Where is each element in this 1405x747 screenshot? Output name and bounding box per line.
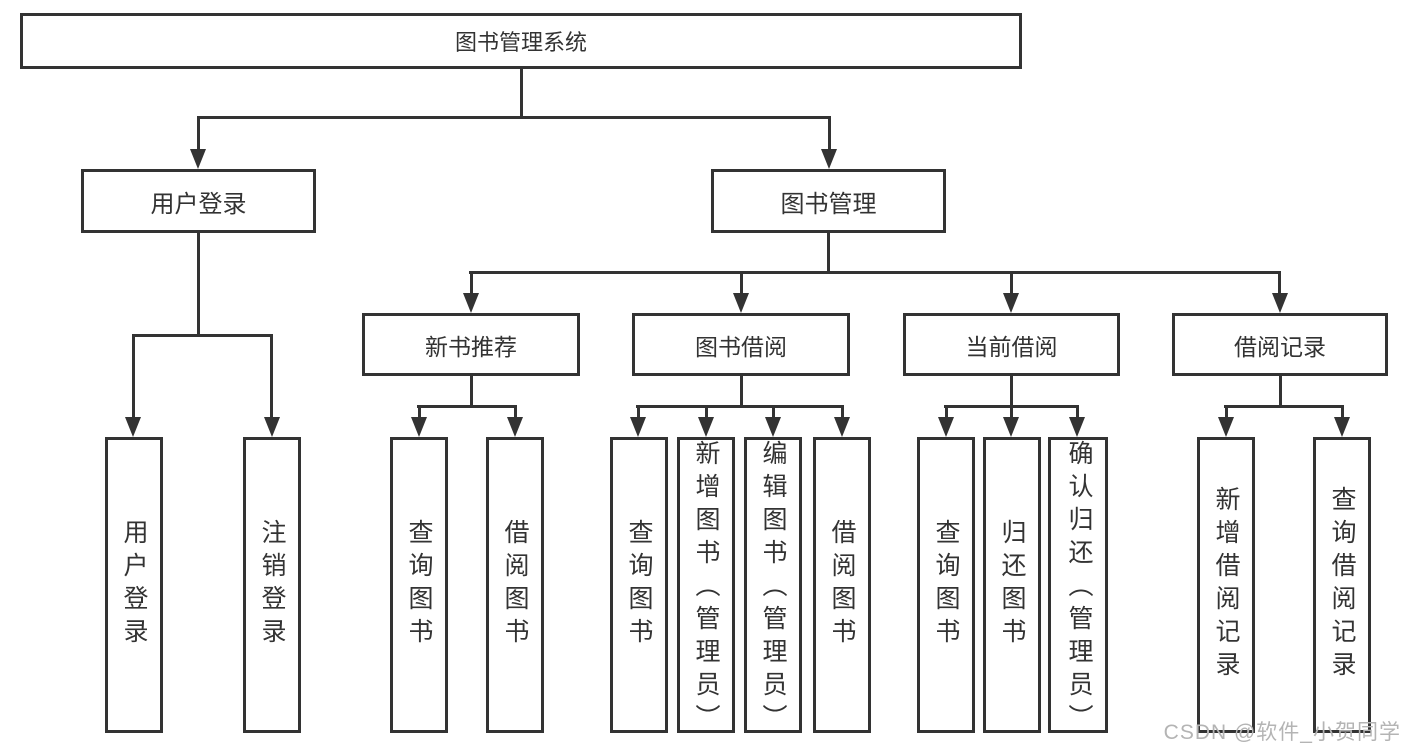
csdn-watermark: CSDN @软件_小贺同学	[1163, 721, 1401, 744]
arrow-down-icon	[463, 293, 479, 313]
connector-line	[1278, 272, 1281, 298]
connector-line	[132, 335, 135, 423]
leaf-query-books: 查询图书	[390, 437, 448, 733]
connector-line	[469, 271, 1281, 274]
connector-line	[636, 405, 844, 408]
node-label: 用户登录	[150, 190, 247, 218]
connector-line	[132, 334, 273, 337]
connector-line	[772, 406, 775, 422]
node-book-management: 图书管理	[711, 169, 946, 233]
node-book-borrow: 图书借阅	[632, 313, 850, 376]
arrow-down-icon	[1003, 293, 1019, 313]
node-label: 当前借阅	[965, 333, 1058, 360]
connector-line	[520, 67, 523, 119]
leaf-return-books: 归还图书	[983, 437, 1041, 733]
connector-line	[197, 231, 200, 337]
connector-line	[470, 374, 473, 408]
node-label: 借阅记录	[1234, 333, 1326, 360]
node-library-management-system: 图书管理系统	[20, 13, 1022, 69]
leaf-query-books: 查询图书	[917, 437, 975, 733]
connector-line	[1010, 406, 1013, 422]
connector-line	[470, 272, 473, 298]
arrow-down-icon	[190, 149, 206, 169]
arrow-down-icon	[1272, 293, 1288, 313]
leaf-confirm-return-admin: 确认归还（管理员）	[1048, 437, 1108, 733]
connector-line	[418, 406, 421, 422]
connector-line	[197, 117, 200, 153]
arrow-down-icon	[821, 149, 837, 169]
arrow-down-icon	[765, 417, 781, 437]
connector-line	[1010, 374, 1013, 408]
leaf-logout: 注销登录	[243, 437, 301, 733]
arrow-down-icon	[411, 417, 427, 437]
connector-line	[1279, 374, 1282, 408]
connector-line	[637, 406, 640, 422]
connector-line	[1341, 406, 1344, 422]
leaf-borrow-books: 借阅图书	[486, 437, 544, 733]
arrow-down-icon	[698, 417, 714, 437]
connector-line	[1076, 406, 1079, 422]
arrow-down-icon	[630, 417, 646, 437]
arrow-down-icon	[733, 293, 749, 313]
leaf-query-borrow-record: 查询借阅记录	[1313, 437, 1371, 733]
arrow-down-icon	[125, 417, 141, 437]
leaf-edit-books-admin: 编辑图书（管理员）	[744, 437, 802, 733]
arrow-down-icon	[938, 417, 954, 437]
arrow-down-icon	[507, 417, 523, 437]
node-label: 图书借阅	[695, 333, 787, 360]
connector-line	[841, 406, 844, 422]
arrow-down-icon	[834, 417, 850, 437]
connector-line	[417, 405, 517, 408]
leaf-borrow-books: 借阅图书	[813, 437, 871, 733]
node-new-book-recommend: 新书推荐	[362, 313, 580, 376]
connector-line	[828, 117, 831, 153]
connector-line	[740, 272, 743, 298]
node-current-borrow: 当前借阅	[903, 313, 1120, 376]
node-borrow-records: 借阅记录	[1172, 313, 1388, 376]
node-label: 图书管理系统	[454, 30, 587, 55]
arrow-down-icon	[1069, 417, 1085, 437]
leaf-query-books: 查询图书	[610, 437, 668, 733]
leaf-add-books-admin: 新增图书（管理员）	[677, 437, 735, 733]
connector-line	[705, 406, 708, 422]
node-user-login: 用户登录	[81, 169, 316, 233]
connector-line	[270, 335, 273, 423]
leaf-add-borrow-record: 新增借阅记录	[1197, 437, 1255, 733]
connector-line	[1225, 406, 1228, 422]
arrow-down-icon	[1003, 417, 1019, 437]
connector-line	[945, 406, 948, 422]
connector-line	[827, 231, 830, 274]
connector-line	[740, 374, 743, 408]
connector-line	[1010, 272, 1013, 298]
node-label: 新书推荐	[425, 333, 517, 360]
connector-line	[197, 116, 831, 119]
connector-line	[514, 406, 517, 422]
node-label: 图书管理	[780, 190, 877, 218]
arrow-down-icon	[1218, 417, 1234, 437]
connector-line	[1224, 405, 1344, 408]
leaf-user-login: 用户登录	[105, 437, 163, 733]
arrow-down-icon	[1334, 417, 1350, 437]
arrow-down-icon	[264, 417, 280, 437]
